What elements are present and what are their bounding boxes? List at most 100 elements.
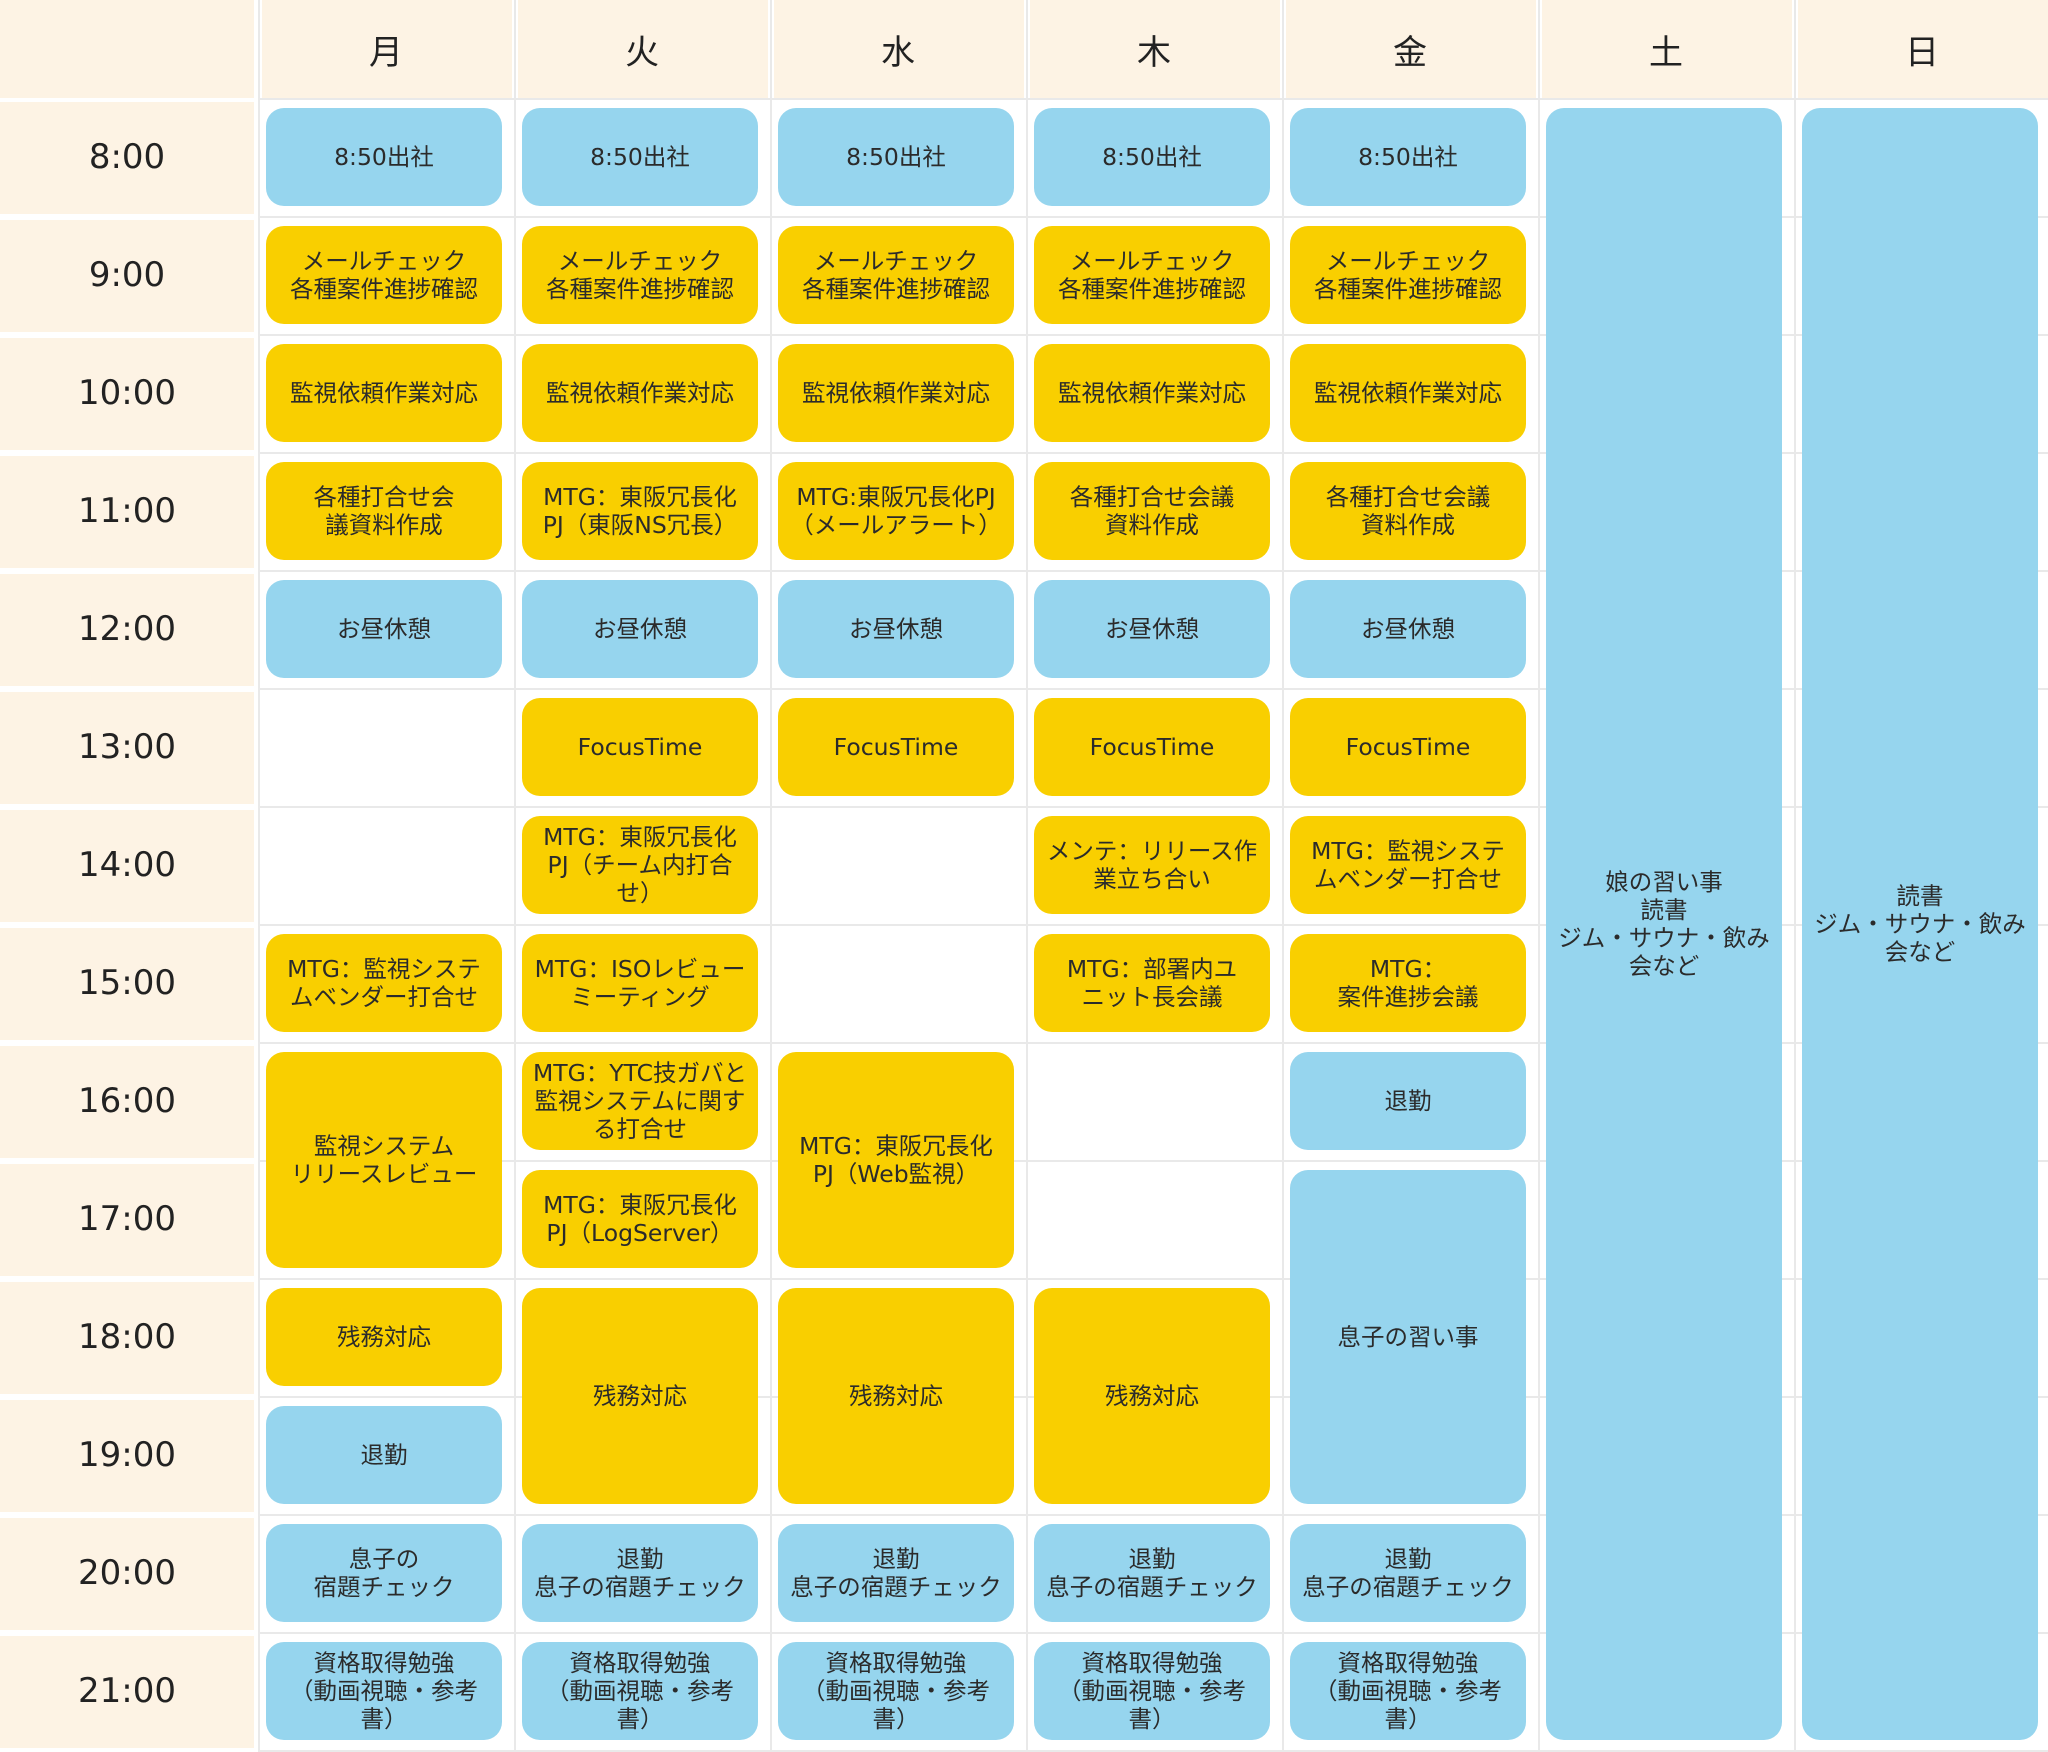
time-cell [0, 1046, 254, 1158]
day-header-3: 木 [1137, 32, 1171, 73]
time-cell [0, 338, 254, 450]
schedule-event[interactable]: MTG：東阪冗長化 PJ（東阪NS冗長） [522, 462, 758, 560]
schedule-event[interactable]: 娘の習い事 読書 ジム・サウナ・飲み 会など [1546, 108, 1782, 1740]
day-header-cell [1030, 0, 1280, 98]
schedule-event[interactable]: 監視依頼作業対応 [522, 344, 758, 442]
schedule-event[interactable]: 監視システム リリースレビュー [266, 1052, 502, 1268]
time-cell [0, 1518, 254, 1630]
schedule-event[interactable]: MTG：YTC技ガバと 監視システムに関す る打合せ [522, 1052, 758, 1150]
day-header-0: 月 [369, 32, 403, 73]
schedule-event[interactable]: 資格取得勉強 （動画視聴・参考 書） [1290, 1642, 1526, 1740]
schedule-event[interactable]: お昼休憩 [266, 580, 502, 678]
schedule-event[interactable]: お昼休憩 [522, 580, 758, 678]
row-divider [260, 688, 2048, 690]
schedule-event[interactable]: 残務対応 [266, 1288, 502, 1386]
time-cell [0, 220, 254, 332]
schedule-event[interactable]: 資格取得勉強 （動画視聴・参考 書） [1034, 1642, 1270, 1740]
schedule-event[interactable]: 監視依頼作業対応 [1290, 344, 1526, 442]
schedule-event[interactable]: MTG：東阪冗長化 PJ（LogServer） [522, 1170, 758, 1268]
row-divider [260, 452, 2048, 454]
schedule-event[interactable]: 資格取得勉強 （動画視聴・参考 書） [266, 1642, 502, 1740]
time-cell [0, 1400, 254, 1512]
time-label-8: 16:00 [78, 1081, 176, 1121]
schedule-event[interactable]: 退勤 [266, 1406, 502, 1504]
time-cell [0, 102, 254, 214]
schedule-event[interactable]: MTG：監視システ ムベンダー打合せ [1290, 816, 1526, 914]
schedule-event[interactable]: FocusTime [1290, 698, 1526, 796]
day-header-6: 日 [1905, 32, 1939, 73]
schedule-event[interactable]: 退勤 息子の宿題チェック [522, 1524, 758, 1622]
row-divider [260, 1278, 2048, 1280]
time-cell [0, 1164, 254, 1276]
schedule-event[interactable]: 残務対応 [1034, 1288, 1270, 1504]
schedule-event[interactable]: 8:50出社 [1034, 108, 1270, 206]
schedule-event[interactable]: MTG：部署内ユ ニット長会議 [1034, 934, 1270, 1032]
day-header-cell [774, 0, 1024, 98]
day-header-5: 土 [1649, 32, 1683, 73]
day-header-cell [1286, 0, 1536, 98]
column-divider [770, 0, 772, 1752]
schedule-event[interactable]: 息子の 宿題チェック [266, 1524, 502, 1622]
schedule-event[interactable]: MTG：監視システ ムベンダー打合せ [266, 934, 502, 1032]
schedule-event[interactable]: FocusTime [1034, 698, 1270, 796]
schedule-event[interactable]: 資格取得勉強 （動画視聴・参考 書） [778, 1642, 1014, 1740]
schedule-event[interactable]: 息子の習い事 [1290, 1170, 1526, 1504]
schedule-event[interactable]: MTG：ISOレビュー ミーティング [522, 934, 758, 1032]
schedule-event[interactable]: 監視依頼作業対応 [778, 344, 1014, 442]
time-label-12: 20:00 [78, 1553, 176, 1593]
schedule-event[interactable]: 監視依頼作業対応 [1034, 344, 1270, 442]
time-label-1: 9:00 [88, 255, 166, 295]
schedule-event[interactable]: 読書 ジム・サウナ・飲み 会など [1802, 108, 2038, 1740]
schedule-event[interactable]: メールチェック 各種案件進捗確認 [1034, 226, 1270, 324]
schedule-event[interactable]: MTG： 案件進捗会議 [1290, 934, 1526, 1032]
column-divider [1538, 0, 1540, 1752]
time-cell [0, 692, 254, 804]
schedule-event[interactable]: メールチェック 各種案件進捗確認 [266, 226, 502, 324]
row-divider [260, 1632, 2048, 1634]
schedule-event[interactable]: 資格取得勉強 （動画視聴・参考 書） [522, 1642, 758, 1740]
schedule-event[interactable]: 8:50出社 [266, 108, 502, 206]
schedule-event[interactable]: 残務対応 [522, 1288, 758, 1504]
schedule-event[interactable]: 8:50出社 [1290, 108, 1526, 206]
schedule-event[interactable]: MTG:東阪冗長化PJ （メールアラート） [778, 462, 1014, 560]
time-cell [0, 1282, 254, 1394]
schedule-event[interactable]: 各種打合せ会 議資料作成 [266, 462, 502, 560]
time-cell [0, 810, 254, 922]
schedule-event[interactable]: 監視依頼作業対応 [266, 344, 502, 442]
time-cell [0, 574, 254, 686]
day-header-cell [1798, 0, 2048, 98]
schedule-event[interactable]: FocusTime [778, 698, 1014, 796]
time-label-3: 11:00 [78, 491, 176, 531]
schedule-event[interactable]: 8:50出社 [522, 108, 758, 206]
schedule-event[interactable]: 各種打合せ会議 資料作成 [1034, 462, 1270, 560]
row-divider [260, 1514, 2048, 1516]
schedule-event[interactable]: メンテ：リリース作 業立ち合い [1034, 816, 1270, 914]
day-header-cell [262, 0, 512, 98]
row-divider [260, 334, 2048, 336]
time-label-4: 12:00 [78, 609, 176, 649]
schedule-event[interactable]: お昼休憩 [778, 580, 1014, 678]
schedule-event[interactable]: FocusTime [522, 698, 758, 796]
time-cell [0, 456, 254, 568]
schedule-event[interactable]: 8:50出社 [778, 108, 1014, 206]
row-divider [260, 924, 2048, 926]
schedule-event[interactable]: MTG：東阪冗長化 PJ（チーム内打合 せ） [522, 816, 758, 914]
time-label-5: 13:00 [78, 727, 176, 767]
schedule-event[interactable]: お昼休憩 [1290, 580, 1526, 678]
schedule-event[interactable]: お昼休憩 [1034, 580, 1270, 678]
schedule-event[interactable]: メールチェック 各種案件進捗確認 [778, 226, 1014, 324]
schedule-event[interactable]: MTG：東阪冗長化 PJ（Web監視） [778, 1052, 1014, 1268]
schedule-event[interactable]: 残務対応 [778, 1288, 1014, 1504]
schedule-event[interactable]: 各種打合せ会議 資料作成 [1290, 462, 1526, 560]
day-header-1: 火 [625, 32, 659, 73]
schedule-event[interactable]: 退勤 息子の宿題チェック [1034, 1524, 1270, 1622]
schedule-event[interactable]: 退勤 息子の宿題チェック [778, 1524, 1014, 1622]
schedule-event[interactable]: 退勤 [1290, 1052, 1526, 1150]
column-divider [1794, 0, 1796, 1752]
time-label-10: 18:00 [78, 1317, 176, 1357]
schedule-event[interactable]: メールチェック 各種案件進捗確認 [1290, 226, 1526, 324]
day-header-cell [1542, 0, 1792, 98]
schedule-event[interactable]: メールチェック 各種案件進捗確認 [522, 226, 758, 324]
schedule-event[interactable]: 退勤 息子の宿題チェック [1290, 1524, 1526, 1622]
